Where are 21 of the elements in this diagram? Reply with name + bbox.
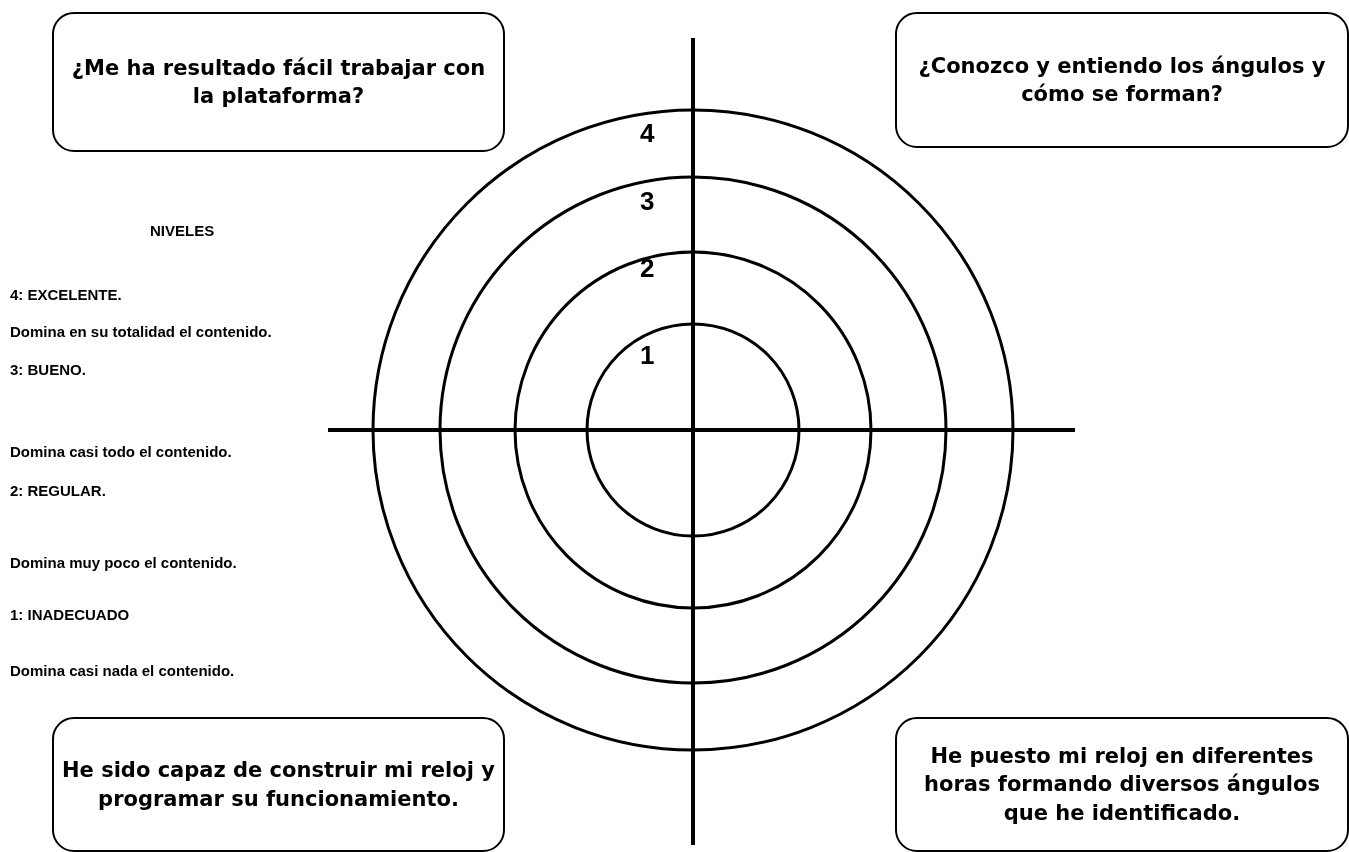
question-text: ¿Conozco y entiendo los ángulos y cómo se forman? (917, 52, 1327, 108)
level-number: 4 (640, 118, 655, 149)
level-description: 2: REGULAR. (10, 482, 106, 499)
question-box (52, 12, 505, 152)
question-box (52, 717, 505, 852)
question-text: ¿Me ha resultado fácil trabajar con la plataforma? (70, 54, 487, 110)
level-number: 1 (640, 340, 655, 371)
level-description: 4: EXCELENTE. (10, 286, 122, 303)
question-box (895, 12, 1349, 148)
level-description: 1: INADECUADO (10, 606, 130, 623)
level-description: Domina casi todo el contenido. (10, 443, 232, 460)
question-text: He sido capaz de construir mi reloj y programar su funcionamiento. (62, 757, 495, 813)
level-number: 2 (640, 253, 655, 284)
legend-heading: NIVELES (150, 222, 215, 239)
level-description: Domina muy poco el contenido. (10, 554, 237, 571)
level-description: Domina casi nada el contenido. (10, 662, 235, 679)
level-number: 3 (640, 186, 655, 217)
level-description: Domina en su totalidad el contenido. (10, 323, 272, 340)
question-text: He puesto mi reloj en diferentes horas formando diversos ángulos que he identificado. (923, 743, 1321, 827)
question-box (895, 717, 1349, 852)
level-description: 3: BUENO. (10, 361, 86, 378)
